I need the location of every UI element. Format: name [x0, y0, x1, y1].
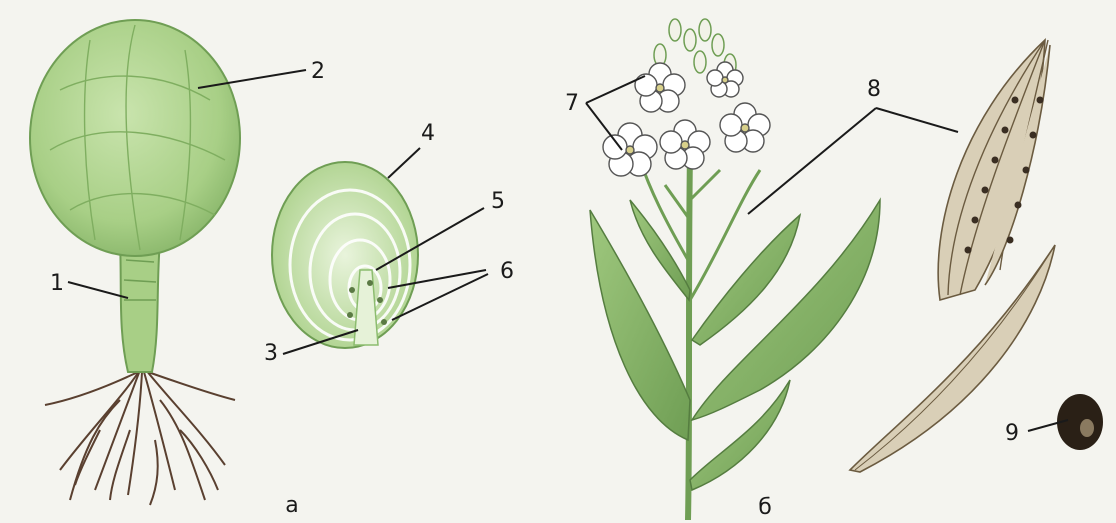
cabbage-cross-section: [272, 162, 418, 348]
flowering-shoot: [590, 19, 880, 520]
flowers: [603, 62, 770, 176]
panel-caption-a: а: [285, 493, 298, 518]
label-3: 3: [264, 341, 278, 366]
open-pod: [938, 40, 1050, 300]
label-1: 1: [50, 271, 64, 296]
label-5: 5: [491, 189, 505, 214]
label-7: 7: [565, 91, 579, 116]
label-8: 8: [867, 77, 881, 102]
label-9: 9: [1005, 421, 1019, 446]
cabbage-plant: [30, 20, 240, 505]
root-system: [45, 370, 235, 505]
leaf-left: [590, 210, 690, 440]
panel-caption-b: б: [758, 495, 772, 520]
label-2: 2: [311, 59, 325, 84]
label-4: 4: [421, 121, 435, 146]
label-6: 6: [500, 259, 514, 284]
cabbage-stalk: [120, 240, 160, 372]
